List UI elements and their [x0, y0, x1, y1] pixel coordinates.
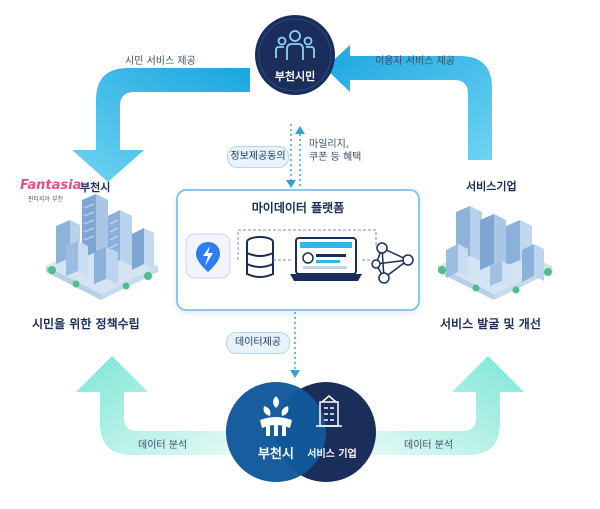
building-icon [438, 206, 552, 300]
fantasia-logo-text: Fantasia [20, 178, 82, 193]
benefit-text: 마일리지, 쿠폰 등 혜택 [309, 138, 361, 164]
platform-icons [185, 229, 414, 284]
arrow-user-service [325, 45, 492, 160]
app-bolt-icon [185, 233, 231, 279]
benefit-line-1: 마일리지, [309, 139, 349, 150]
arrow-data-analysis-right [368, 356, 524, 455]
company-title: 서비스기업 [466, 180, 517, 193]
bucheon-logo-city: 부천시 [80, 181, 111, 194]
benefit-line-2: 쿠폰 등 혜택 [309, 152, 362, 163]
fantasia-logo: Fantasia [20, 178, 81, 193]
consent-pill: 정보제공동의 [227, 146, 289, 168]
left-caption: 시민을 위한 정책수립 [32, 317, 140, 331]
people-icon [275, 30, 315, 60]
arrow-citizen-service [72, 68, 250, 182]
fantasia-logo-sub: 판타지아 부천 [28, 196, 64, 203]
laptop-icon [290, 237, 362, 281]
company-building-icon [316, 395, 342, 427]
bucheon-emblem-icon [260, 396, 292, 436]
data-provide-pill: 데이터제공 [226, 332, 290, 354]
user-service-text: 이용자 서비스 제공 [375, 56, 455, 67]
arrow-data-analysis-left [76, 356, 232, 455]
citizen-label: 부천시민 [274, 70, 316, 83]
bucheon-circle-label: 부천시 [258, 447, 294, 462]
data-analysis-right-text: 데이터 분석 [404, 440, 454, 451]
company-circle-label: 서비스 기업 [307, 449, 357, 460]
city-icon [46, 194, 158, 300]
database-icon [246, 236, 274, 278]
bottom-circles [226, 382, 376, 482]
right-caption: 서비스 발굴 및 개선 [440, 317, 541, 331]
citizen-node [255, 15, 335, 95]
network-icon [371, 242, 414, 284]
platform-title: 마이데이터 플랫폼 [251, 201, 345, 215]
data-analysis-left-text: 데이터 분석 [138, 440, 188, 451]
citizen-service-text: 시민 서비스 제공 [125, 56, 196, 67]
